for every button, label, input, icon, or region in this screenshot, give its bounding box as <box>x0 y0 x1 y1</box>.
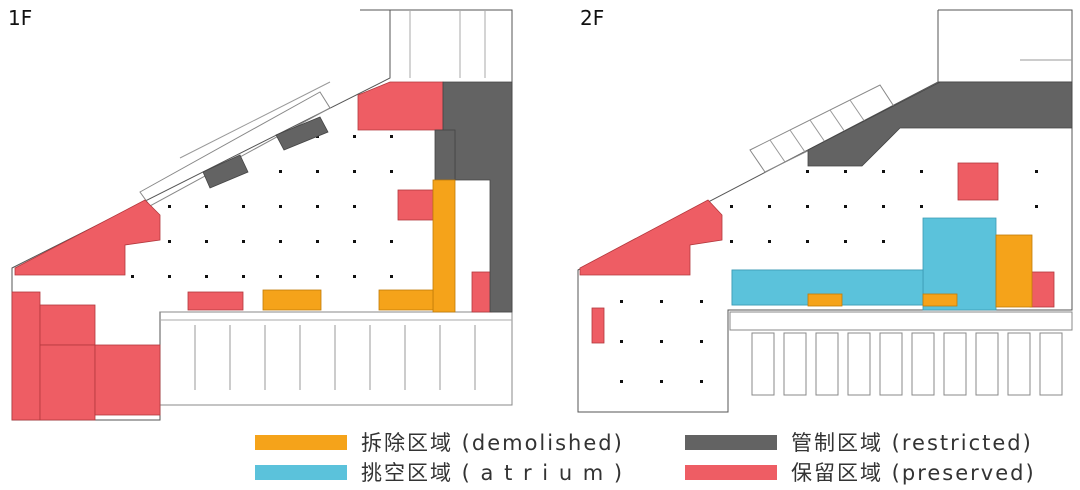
preserved-zones-1f <box>11 81 493 421</box>
restricted-swatch <box>685 434 777 450</box>
atrium-swatch <box>255 464 347 480</box>
legend-label-preserved: 保留区域 (preserved) <box>791 461 1036 485</box>
demolished-zones-2f <box>807 234 1033 308</box>
column-grid-2f <box>620 170 1038 383</box>
parking-stalls-1f <box>194 325 476 390</box>
legend-label-demolished: 拆除区域 (demolished) <box>361 431 624 455</box>
legend-item-atrium: 挑空区域 ( a t r i u m ) <box>255 458 624 486</box>
preserved-zones-2f <box>579 162 1055 344</box>
demolished-zones-1f <box>262 179 456 313</box>
floor-label-1f: 1F <box>8 6 33 30</box>
legend-label-restricted: 管制区域 (restricted) <box>791 431 1033 455</box>
legend-label-atrium: 挑空区域 ( a t r i u m ) <box>361 461 625 485</box>
preserved-swatch <box>685 464 777 480</box>
restricted-zones-1f <box>202 81 513 313</box>
restricted-zones-2f <box>807 81 1073 167</box>
legend-item-preserved: 保留区域 (preserved) <box>685 458 1036 486</box>
parking-stalls-2f <box>751 332 1063 396</box>
legend-item-restricted: 管制区域 (restricted) <box>685 428 1033 456</box>
demolished-swatch <box>255 434 347 450</box>
legend-item-demolished: 拆除区域 (demolished) <box>255 428 624 456</box>
floor-label-2f: 2F <box>580 6 605 30</box>
